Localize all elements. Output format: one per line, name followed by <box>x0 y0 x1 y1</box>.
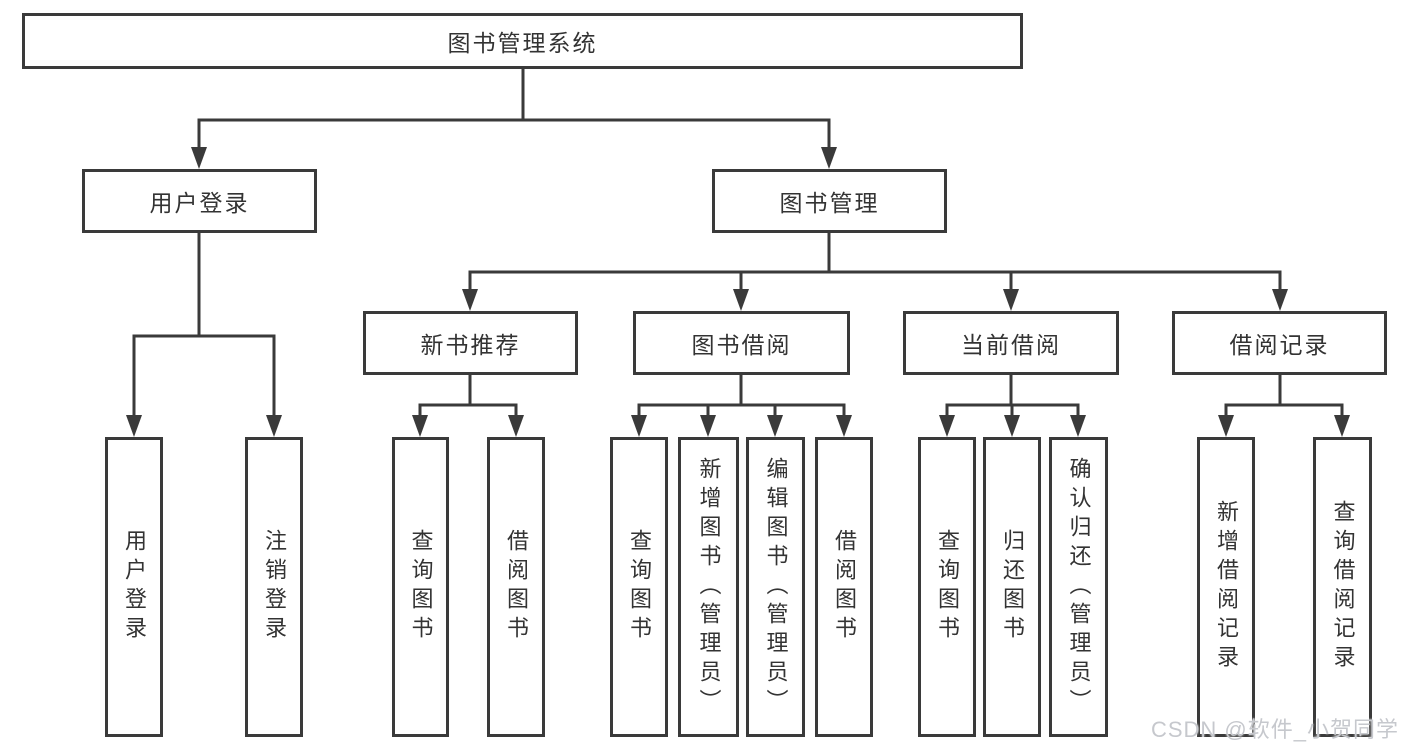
node-label: 注销登录 <box>262 529 287 645</box>
leaf-query-book-borrow: 查询图书 <box>610 437 668 737</box>
leaf-edit-book-admin: 编辑图书（管理员） <box>746 437 805 737</box>
watermark: CSDN @软件_小贺同学 <box>1150 717 1399 742</box>
node-label: 用户登录 <box>149 190 250 216</box>
leaf-add-book-admin: 新增图书（管理员） <box>678 437 739 737</box>
node-user-login: 用户登录 <box>82 169 317 233</box>
leaf-borrow-book-recommend: 借阅图书 <box>487 437 545 737</box>
leaf-return-book: 归还图书 <box>983 437 1041 737</box>
node-label: 编辑图书（管理员） <box>763 456 789 718</box>
node-borrow-records: 借阅记录 <box>1172 311 1387 375</box>
node-new-book-recommend: 新书推荐 <box>363 311 578 375</box>
node-book-borrow: 图书借阅 <box>633 311 850 375</box>
node-label: 查询借阅记录 <box>1330 500 1356 674</box>
node-label: 借阅图书 <box>832 529 857 645</box>
node-label: 查询图书 <box>627 529 652 645</box>
node-label: 图书管理 <box>779 190 880 216</box>
node-library-management-system: 图书管理系统 <box>22 13 1023 69</box>
node-label: 确认归还（管理员） <box>1066 456 1092 718</box>
node-label: 借阅图书 <box>504 529 529 645</box>
node-label: 新书推荐 <box>420 332 521 358</box>
leaf-query-borrow-record: 查询借阅记录 <box>1313 437 1372 737</box>
node-label: 新增借阅记录 <box>1214 500 1239 674</box>
node-label: 图书管理系统 <box>447 30 598 56</box>
node-label: 当前借阅 <box>961 332 1061 358</box>
leaf-confirm-return-admin: 确认归还（管理员） <box>1049 437 1108 737</box>
leaf-query-book-current: 查询图书 <box>918 437 976 737</box>
node-label: 新增图书（管理员） <box>696 456 722 718</box>
node-label: 借阅记录 <box>1229 332 1330 358</box>
node-book-management: 图书管理 <box>712 169 947 233</box>
leaf-borrow-book: 借阅图书 <box>815 437 873 737</box>
node-label: 查询图书 <box>935 529 960 645</box>
node-label: 归还图书 <box>1000 529 1025 645</box>
node-label: 查询图书 <box>408 529 434 645</box>
node-label: 用户登录 <box>122 529 147 645</box>
leaf-logout: 注销登录 <box>245 437 303 737</box>
node-current-borrow: 当前借阅 <box>903 311 1119 375</box>
leaf-add-borrow-record: 新增借阅记录 <box>1197 437 1255 737</box>
leaf-query-book-recommend: 查询图书 <box>392 437 449 737</box>
leaf-user-login: 用户登录 <box>105 437 163 737</box>
node-label: 图书借阅 <box>691 332 792 358</box>
